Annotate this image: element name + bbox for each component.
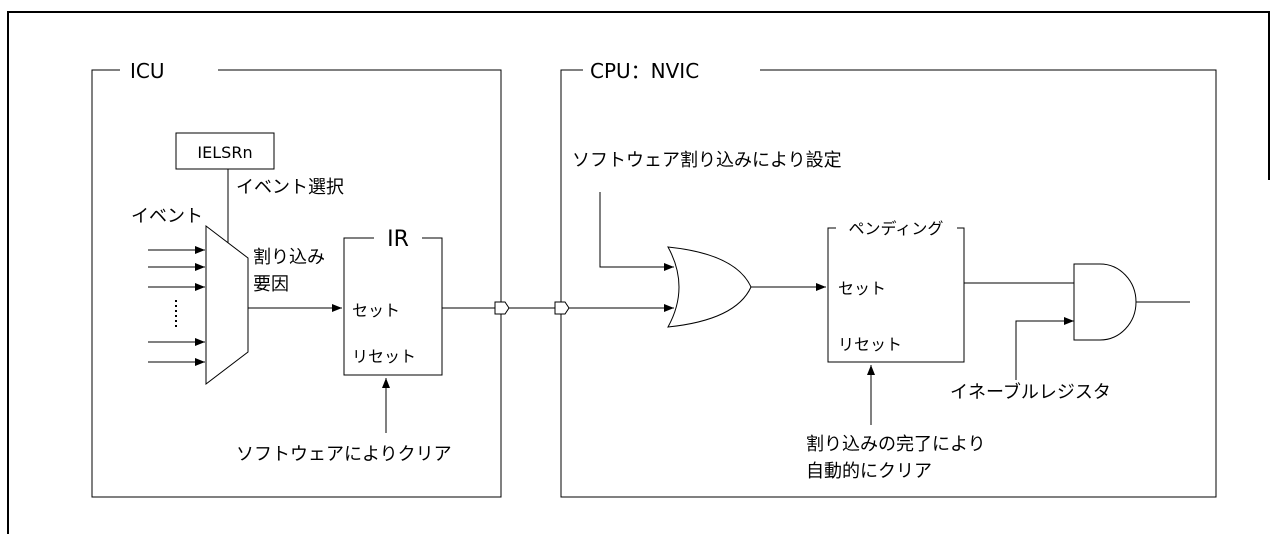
completion-clear-line1: 割り込みの完了により (806, 434, 986, 455)
ir-register-box (343, 237, 443, 376)
interrupt-source-line2: 要因 (253, 274, 289, 295)
and-gate (1073, 263, 1137, 341)
ir-reset-label: リセット (352, 347, 416, 366)
enable-register-label: イネーブルレジスタ (950, 381, 1111, 403)
sw-set-arrow (599, 192, 674, 271)
ielsr-register-label: IELSRn (197, 143, 252, 162)
outer-frame (7, 11, 1270, 534)
sw-interrupt-set-label: ソフトウェア割り込みにより設定 (572, 150, 842, 171)
completion-clear-line2: 自動的にクリア (806, 461, 932, 482)
icu-title: ICU (130, 59, 165, 83)
pending-set-label: セット (838, 279, 886, 298)
ir-set-label: セット (352, 301, 400, 320)
sw-clear-label: ソフトウェアによりクリア (236, 444, 452, 465)
nvic-group-box (560, 69, 1217, 498)
event-label: イベント (131, 206, 203, 227)
icu-group-box (91, 69, 502, 498)
enable-register-arrow (1015, 317, 1074, 380)
interrupt-source-line1: 割り込み (253, 247, 325, 268)
event-multiplexer (205, 224, 249, 386)
icu-output-port (494, 301, 510, 315)
ielsr-register-box (175, 132, 275, 170)
or-gate (667, 246, 752, 328)
nvic-title: CPU：NVIC (590, 59, 699, 83)
pending-title: ペンディング (849, 219, 944, 238)
pending-register-box (827, 227, 965, 363)
event-input-arrows (148, 246, 205, 366)
ir-title: IR (387, 227, 409, 252)
pending-reset-label: リセット (838, 335, 902, 354)
event-select-label: イベント選択 (236, 177, 344, 198)
nvic-input-port (554, 301, 570, 315)
